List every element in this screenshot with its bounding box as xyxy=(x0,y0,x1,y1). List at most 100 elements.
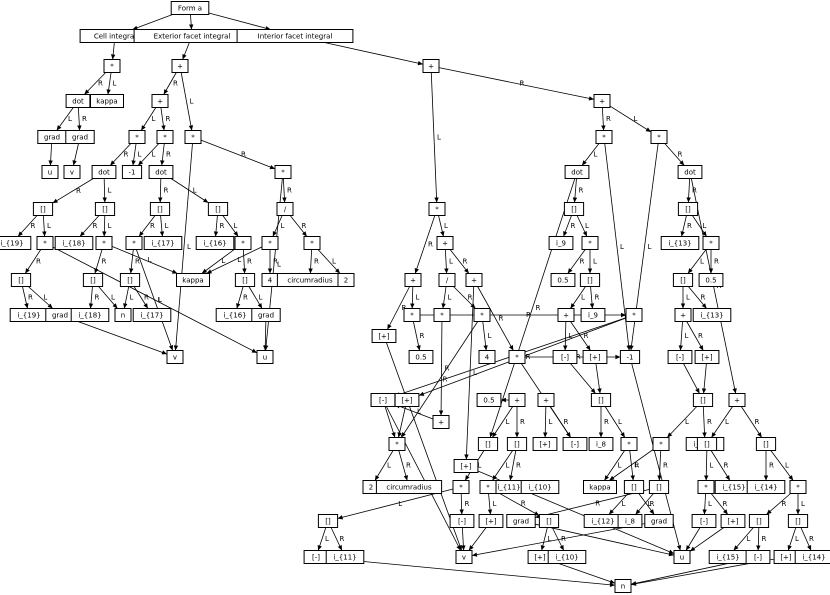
edge-label: R xyxy=(76,187,81,195)
edge-label: R xyxy=(536,304,541,312)
node-box xyxy=(652,437,670,451)
edge-line xyxy=(449,249,470,274)
edge-n106-n109: R xyxy=(629,450,640,481)
graph-node: grad xyxy=(37,130,67,144)
edge-n136-n144: R xyxy=(800,527,814,551)
edge-n63-n75: L xyxy=(441,286,452,309)
edge-label: L xyxy=(703,222,707,230)
edge-n27-n34: R xyxy=(94,249,107,274)
edge-arrowhead xyxy=(487,509,493,515)
graph-node: [] xyxy=(623,480,645,494)
node-label: circumradius xyxy=(386,484,432,492)
edge-arrowhead xyxy=(129,268,134,274)
edge-arrowhead xyxy=(629,345,634,351)
node-label: * xyxy=(191,134,195,142)
edge-arrowhead xyxy=(667,432,673,438)
edge-line xyxy=(385,342,463,551)
edge-arrowhead xyxy=(56,125,62,131)
edge-arrowhead xyxy=(635,509,641,515)
node-label: dot xyxy=(155,169,167,177)
node-label: [] xyxy=(485,441,491,449)
edge-line xyxy=(535,488,650,518)
node-label: i_{18} xyxy=(62,240,85,248)
edge-n122-n134: R xyxy=(710,493,729,515)
graph-node: * xyxy=(581,236,599,250)
edge-n18-n23: L xyxy=(170,178,209,204)
edge-line xyxy=(135,249,174,351)
edge-line xyxy=(687,249,707,274)
graph-node: dot xyxy=(91,165,117,179)
node-label: [+] xyxy=(401,397,413,405)
edge-arrowhead xyxy=(597,388,602,394)
edge-label: R xyxy=(82,115,87,123)
edge-n0-n1 xyxy=(132,14,173,30)
node-box xyxy=(317,514,339,528)
node-box xyxy=(453,459,479,473)
edge-label: R xyxy=(714,258,719,266)
edge-label: L xyxy=(332,258,336,266)
edge-arrowhead xyxy=(203,198,209,203)
edge-n95-n98: R xyxy=(514,406,525,438)
graph-node: kappa xyxy=(90,94,124,108)
graph-node: [] xyxy=(10,273,32,287)
edge-label: R xyxy=(164,187,169,195)
edge-line xyxy=(206,246,263,274)
edge-line xyxy=(208,12,271,30)
edge-arrowhead xyxy=(701,388,707,394)
node-label: n xyxy=(621,583,625,591)
edge-n80-n91: L xyxy=(678,321,689,351)
edge-n4-n6: L xyxy=(106,72,117,95)
node-box xyxy=(54,236,94,250)
graph-node: 0.5 xyxy=(408,350,434,364)
node-label: 0.5 xyxy=(557,277,568,285)
graph-node: i_{10} xyxy=(547,550,587,564)
edge-label: L xyxy=(478,462,482,470)
node-label: * xyxy=(110,63,114,71)
edge-line xyxy=(52,178,94,204)
edge-label: R xyxy=(595,499,600,507)
graph-node: v xyxy=(455,550,473,564)
edge-n70-n77: L xyxy=(570,286,586,309)
node-box xyxy=(477,437,499,451)
edge-label: R xyxy=(287,187,292,195)
edge-n91-n102 xyxy=(683,363,700,394)
edge-arrowhead xyxy=(704,475,709,481)
edge-n55-n56: L xyxy=(581,143,600,166)
node-box xyxy=(149,202,171,216)
edge-line xyxy=(509,450,517,481)
edge-n98-n114: R xyxy=(508,450,521,481)
edge-n123-n135: R xyxy=(766,493,791,515)
graph-node: 0.5 xyxy=(698,273,724,287)
edge-label: R xyxy=(707,418,712,426)
edge-n133-n146 xyxy=(685,527,701,551)
node-label: [-] xyxy=(676,354,684,362)
node-label: * xyxy=(241,240,245,248)
edge-label: L xyxy=(387,462,391,470)
node-box xyxy=(370,393,396,407)
edge-line xyxy=(170,178,209,204)
node-box xyxy=(745,550,771,564)
graph-node: [-] xyxy=(562,437,588,451)
edge-n100-n112: R xyxy=(398,450,411,481)
node-label: dot xyxy=(72,98,84,106)
edge-label: R xyxy=(580,258,585,266)
graph-node: 4 xyxy=(261,273,279,287)
edge-n16-n21: L xyxy=(102,178,112,203)
node-box xyxy=(478,514,504,528)
edge-label: R xyxy=(465,500,470,508)
edge-arrowhead xyxy=(263,345,268,351)
edge-arrowhead xyxy=(500,397,506,403)
edge-n60-n65: R xyxy=(563,215,576,237)
edge-n4-n5: R xyxy=(84,72,106,95)
edge-n59-n57: R xyxy=(664,143,685,166)
node-box xyxy=(63,165,81,179)
edge-arrowhead xyxy=(631,581,637,586)
node-box xyxy=(171,59,189,73)
edge-label: R xyxy=(755,418,760,426)
node-label: [-] xyxy=(312,554,320,562)
graph-node: circumradius xyxy=(375,480,443,494)
edge-n132-n139: L xyxy=(540,527,552,551)
node-box xyxy=(590,393,612,407)
edge-n136-n143: L xyxy=(787,527,799,551)
edge-arrowhead xyxy=(509,345,514,351)
